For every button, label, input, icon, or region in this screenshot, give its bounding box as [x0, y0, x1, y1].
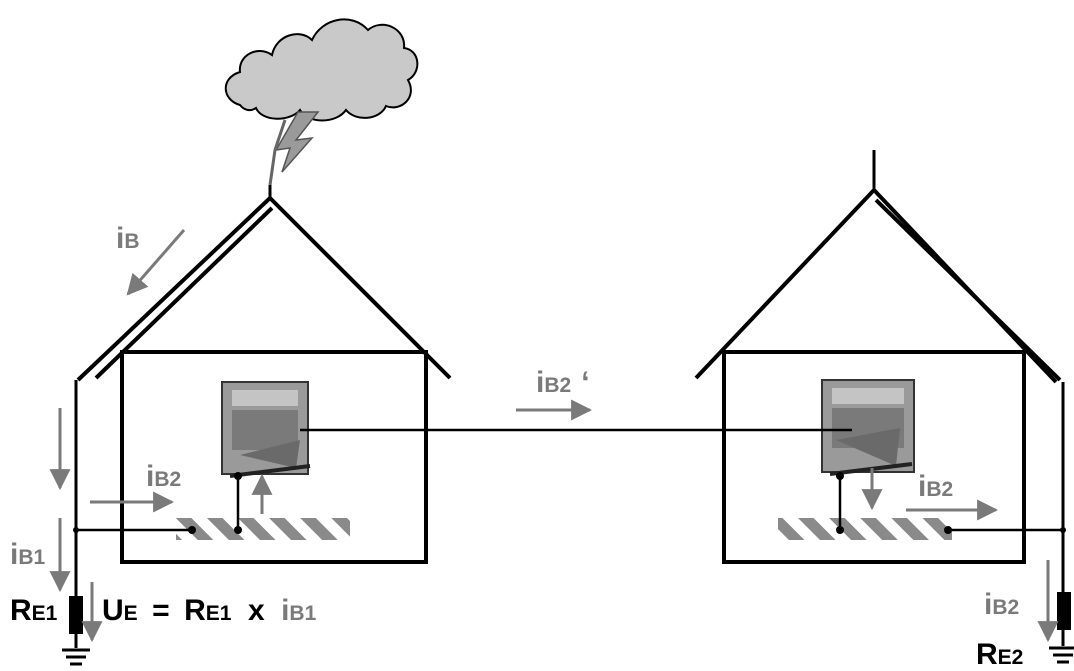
left-bonding-bar — [176, 518, 350, 540]
label-re1: RE1 — [10, 594, 58, 627]
right-earth-resistor — [1057, 592, 1071, 646]
left-ground-symbol-icon — [62, 648, 90, 666]
label-re2: RE2 — [976, 638, 1024, 671]
right-wiring — [836, 472, 1066, 534]
label-ib2-prime: iB2‘ — [536, 366, 590, 399]
right-house — [694, 150, 1065, 592]
right-ground-symbol-icon — [1049, 646, 1074, 664]
label-ib: iB — [116, 222, 140, 255]
right-lightning-conductor — [874, 198, 1062, 382]
left-earth-resistor — [69, 596, 83, 648]
right-equipment-cabinet-icon — [821, 379, 915, 476]
equation-ue: UE = RE1 x iB1 — [102, 594, 317, 627]
lightning-bolt-icon — [268, 111, 320, 186]
label-ib2-right-ground: iB2 — [984, 588, 1020, 621]
left-house — [74, 185, 452, 598]
thundercloud-icon — [224, 18, 419, 122]
left-equipment-cabinet-icon — [221, 381, 311, 478]
left-lightning-conductor — [94, 206, 274, 380]
label-ib2-left: iB2 — [146, 460, 182, 493]
left-wiring — [73, 472, 242, 534]
right-house-body — [722, 350, 1026, 564]
label-ib1: iB1 — [10, 538, 46, 571]
label-ib2-right: iB2 — [918, 470, 954, 503]
right-bonding-bar — [778, 518, 952, 540]
left-house-body — [120, 350, 428, 564]
arrow-ib-roof — [126, 229, 186, 296]
